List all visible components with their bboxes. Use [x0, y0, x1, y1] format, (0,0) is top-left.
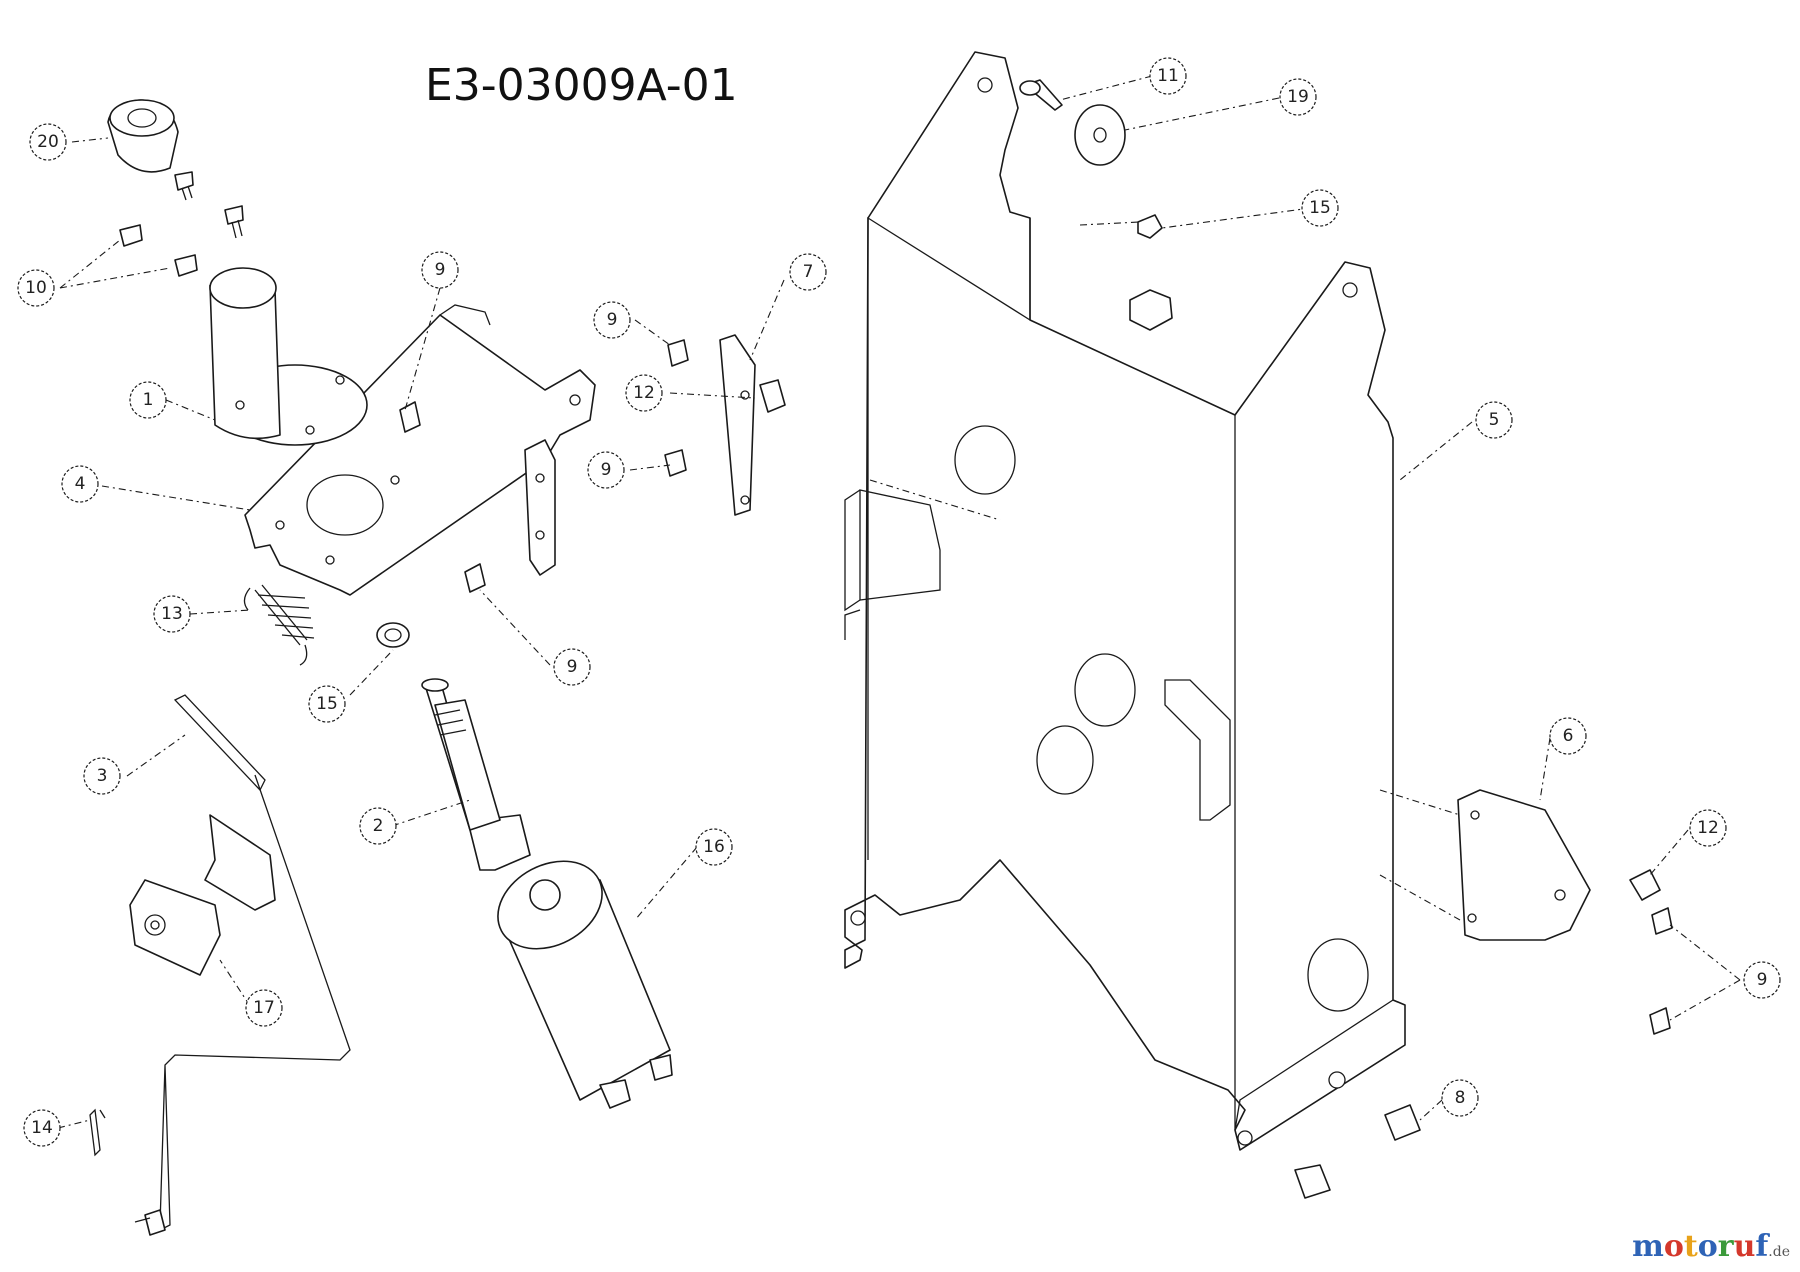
watermark-letter: t — [1683, 1229, 1698, 1264]
callout-6: 6 — [1549, 717, 1587, 755]
callout-12b: 12 — [1689, 809, 1727, 847]
part-2-steering-shaft — [421, 678, 531, 871]
watermark-letter: o — [1697, 1229, 1718, 1264]
callout-12a-label: 12 — [633, 383, 655, 403]
part-20-bushing — [107, 99, 179, 173]
callout-9b: 9 — [553, 648, 591, 686]
callout-2: 2 — [359, 807, 397, 845]
callout-14-label: 14 — [31, 1118, 53, 1138]
watermark-letter: r — [1717, 1229, 1734, 1264]
callout-9c-label: 9 — [607, 310, 618, 330]
callout-9e: 9 — [1743, 961, 1781, 999]
part-19-washer — [1074, 104, 1126, 166]
callout-4-label: 4 — [75, 474, 86, 494]
callout-17: 17 — [245, 989, 283, 1027]
watermark-letter: m — [1632, 1229, 1664, 1264]
callout-7: 7 — [789, 253, 827, 291]
callout-2-label: 2 — [373, 816, 384, 836]
part-9-bolts — [399, 339, 1673, 1035]
callout-9b-label: 9 — [567, 657, 578, 677]
callout-5-label: 5 — [1489, 410, 1500, 430]
callout-14: 14 — [23, 1109, 61, 1147]
callout-15b: 15 — [1301, 189, 1339, 227]
part-16-motor — [497, 860, 673, 1109]
part-15-clips — [376, 214, 1173, 648]
callout-4: 4 — [61, 465, 99, 503]
motoruf-watermark: motoruf.de — [1632, 1229, 1790, 1264]
callout-3: 3 — [83, 757, 121, 795]
callout-3-label: 3 — [97, 766, 108, 786]
callout-20-label: 20 — [37, 132, 59, 152]
part-5-frame-plate — [844, 51, 1406, 1151]
callout-19-label: 19 — [1287, 87, 1309, 107]
part-13-spring — [243, 584, 315, 666]
watermark-text: motoruf — [1632, 1229, 1768, 1264]
watermark-tld: .de — [1768, 1244, 1790, 1260]
callout-20: 20 — [29, 123, 67, 161]
diagram-title: E3-03009A-01 — [425, 60, 738, 111]
callout-12a: 12 — [625, 374, 663, 412]
callout-17-label: 17 — [253, 998, 275, 1018]
part-6-side-bracket — [1457, 789, 1591, 941]
part-11-pin — [1019, 79, 1063, 111]
callout-5: 5 — [1475, 401, 1513, 439]
callout-8: 8 — [1441, 1079, 1479, 1117]
part-8-flange-bolts — [1294, 1104, 1421, 1199]
part-10-bolts — [119, 171, 244, 277]
callout-11-label: 11 — [1157, 66, 1179, 86]
callout-15b-label: 15 — [1309, 198, 1331, 218]
watermark-letter: u — [1733, 1229, 1756, 1264]
callout-12b-label: 12 — [1697, 818, 1719, 838]
part-7-bracket — [719, 334, 756, 516]
callout-9d-label: 9 — [601, 460, 612, 480]
callout-16-label: 16 — [703, 837, 725, 857]
part-17-pad — [129, 879, 221, 976]
callout-9a-label: 9 — [435, 260, 446, 280]
callout-15a: 15 — [308, 685, 346, 723]
callout-15a-label: 15 — [316, 694, 338, 714]
callout-1: 1 — [129, 381, 167, 419]
leader-lines — [57, 75, 1741, 1129]
watermark-letter: f — [1755, 1229, 1769, 1264]
callout-13-label: 13 — [161, 604, 183, 624]
callout-9d: 9 — [587, 451, 625, 489]
callout-9a: 9 — [421, 251, 459, 289]
callout-7-label: 7 — [803, 262, 814, 282]
callout-9e-label: 9 — [1757, 970, 1768, 990]
callout-6-label: 6 — [1563, 726, 1574, 746]
part-4-mounting-bracket — [244, 304, 596, 596]
callout-11: 11 — [1149, 57, 1187, 95]
callout-19: 19 — [1279, 78, 1317, 116]
part-1-steering-tube — [209, 267, 368, 446]
part-12-nuts — [759, 379, 1661, 901]
callout-10-label: 10 — [25, 278, 47, 298]
callout-8-label: 8 — [1455, 1088, 1466, 1108]
callout-13: 13 — [153, 595, 191, 633]
callout-10: 10 — [17, 269, 55, 307]
part-3-shift-rod — [134, 694, 351, 1236]
callout-1-label: 1 — [143, 390, 154, 410]
callout-16: 16 — [695, 828, 733, 866]
part-14-cotter-pin — [89, 1108, 106, 1157]
callout-9c: 9 — [593, 301, 631, 339]
watermark-letter: o — [1663, 1229, 1684, 1264]
